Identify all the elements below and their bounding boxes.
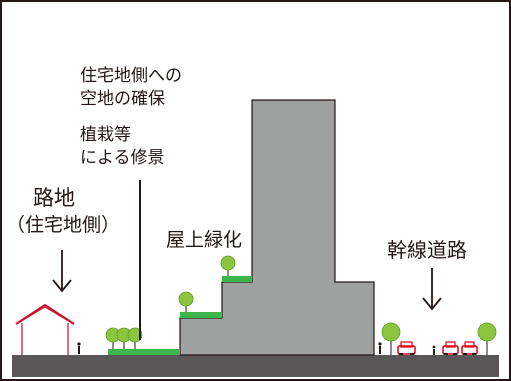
planting-label-line2: による修景 xyxy=(80,148,165,168)
alley-label: 路地 xyxy=(33,186,75,210)
setback-label-line1: 住宅地側への xyxy=(80,66,182,86)
arterial-arrow-icon xyxy=(422,268,442,311)
house-icon xyxy=(15,303,75,355)
arterial-road-label: 幹線道路 xyxy=(387,238,467,262)
rooftop-greenery-1 xyxy=(180,312,222,318)
setback-tree-3 xyxy=(127,327,143,349)
setback-label-line2: 空地の確保 xyxy=(80,89,165,109)
street-tree-2 xyxy=(477,322,497,355)
alley-arrow-icon xyxy=(52,250,72,293)
ground-strip xyxy=(12,355,499,377)
car-icon-3 xyxy=(461,341,478,355)
rooftop-tree-1 xyxy=(178,291,194,312)
setback-greenery xyxy=(108,349,180,355)
rooftop-tree-2 xyxy=(220,255,236,276)
rooftop-greening-label: 屋上緑化 xyxy=(166,229,243,251)
car-icon-2 xyxy=(442,341,459,355)
pedestrian-icon xyxy=(378,342,382,354)
rooftop-greenery-2 xyxy=(222,276,252,282)
pedestrian-icon-2 xyxy=(432,345,436,355)
person-icon xyxy=(77,342,81,354)
alley-sublabel: （住宅地側） xyxy=(6,214,121,236)
car-icon-1 xyxy=(397,341,416,355)
planting-label-line1: 植栽等 xyxy=(80,125,131,145)
street-tree-1 xyxy=(381,322,401,355)
